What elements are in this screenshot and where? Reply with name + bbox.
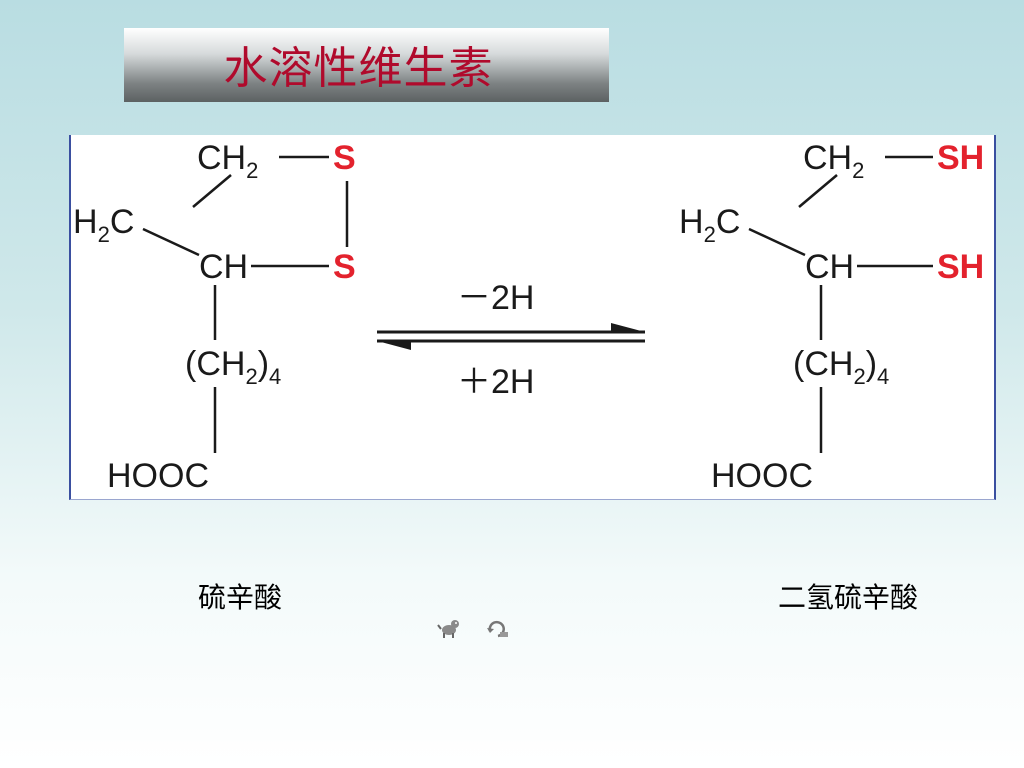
left-ch2-top: CH2 bbox=[197, 139, 258, 183]
return-icon[interactable] bbox=[486, 617, 510, 644]
right-bond-h2c-ch2 bbox=[798, 174, 838, 208]
right-bond-h2c-ch bbox=[748, 227, 806, 257]
left-bond-h2c-ch2 bbox=[192, 174, 232, 208]
left-bond-h2c-ch bbox=[142, 227, 200, 257]
caption-lipoic-acid: 硫辛酸 bbox=[198, 581, 283, 614]
slide-title: 水溶性维生素 bbox=[223, 43, 494, 94]
caption-dihydrolipoic-acid: 二氢硫辛酸 bbox=[778, 581, 919, 614]
left-s-bottom: S bbox=[333, 248, 356, 286]
forward-label: －2H bbox=[457, 279, 534, 317]
right-chain: (CH2)4 bbox=[793, 345, 889, 389]
left-chain: (CH2)4 bbox=[185, 345, 281, 389]
reverse-label: ＋2H bbox=[457, 363, 534, 401]
left-acid: HOOC bbox=[107, 457, 209, 495]
right-molecule: CH2 SH H2C CH SH (CH2)4 HOOC bbox=[679, 139, 984, 495]
equilibrium-arrows: －2H ＋2H bbox=[377, 279, 645, 401]
forward-arrowhead bbox=[611, 323, 645, 332]
dog-icon[interactable] bbox=[437, 617, 461, 644]
right-ch: CH bbox=[805, 248, 854, 286]
left-ch: CH bbox=[199, 248, 248, 286]
left-molecule: CH2 S S H2C CH (CH2)4 HOOC bbox=[73, 139, 356, 495]
reverse-arrowhead bbox=[377, 341, 411, 350]
right-ch2-top: CH2 bbox=[803, 139, 864, 183]
title-banner: 水溶性维生素 bbox=[124, 28, 609, 102]
right-sh-top: SH bbox=[937, 139, 984, 177]
reaction-diagram: CH2 S S H2C CH (CH2)4 HOOC －2H ＋2H CH bbox=[69, 135, 996, 500]
reaction-svg: CH2 S S H2C CH (CH2)4 HOOC －2H ＋2H CH bbox=[73, 139, 984, 495]
right-acid: HOOC bbox=[711, 457, 813, 495]
left-h2c: H2C bbox=[73, 203, 134, 247]
right-sh-bottom: SH bbox=[937, 248, 984, 286]
right-h2c: H2C bbox=[679, 203, 740, 247]
left-s-top: S bbox=[333, 139, 356, 177]
